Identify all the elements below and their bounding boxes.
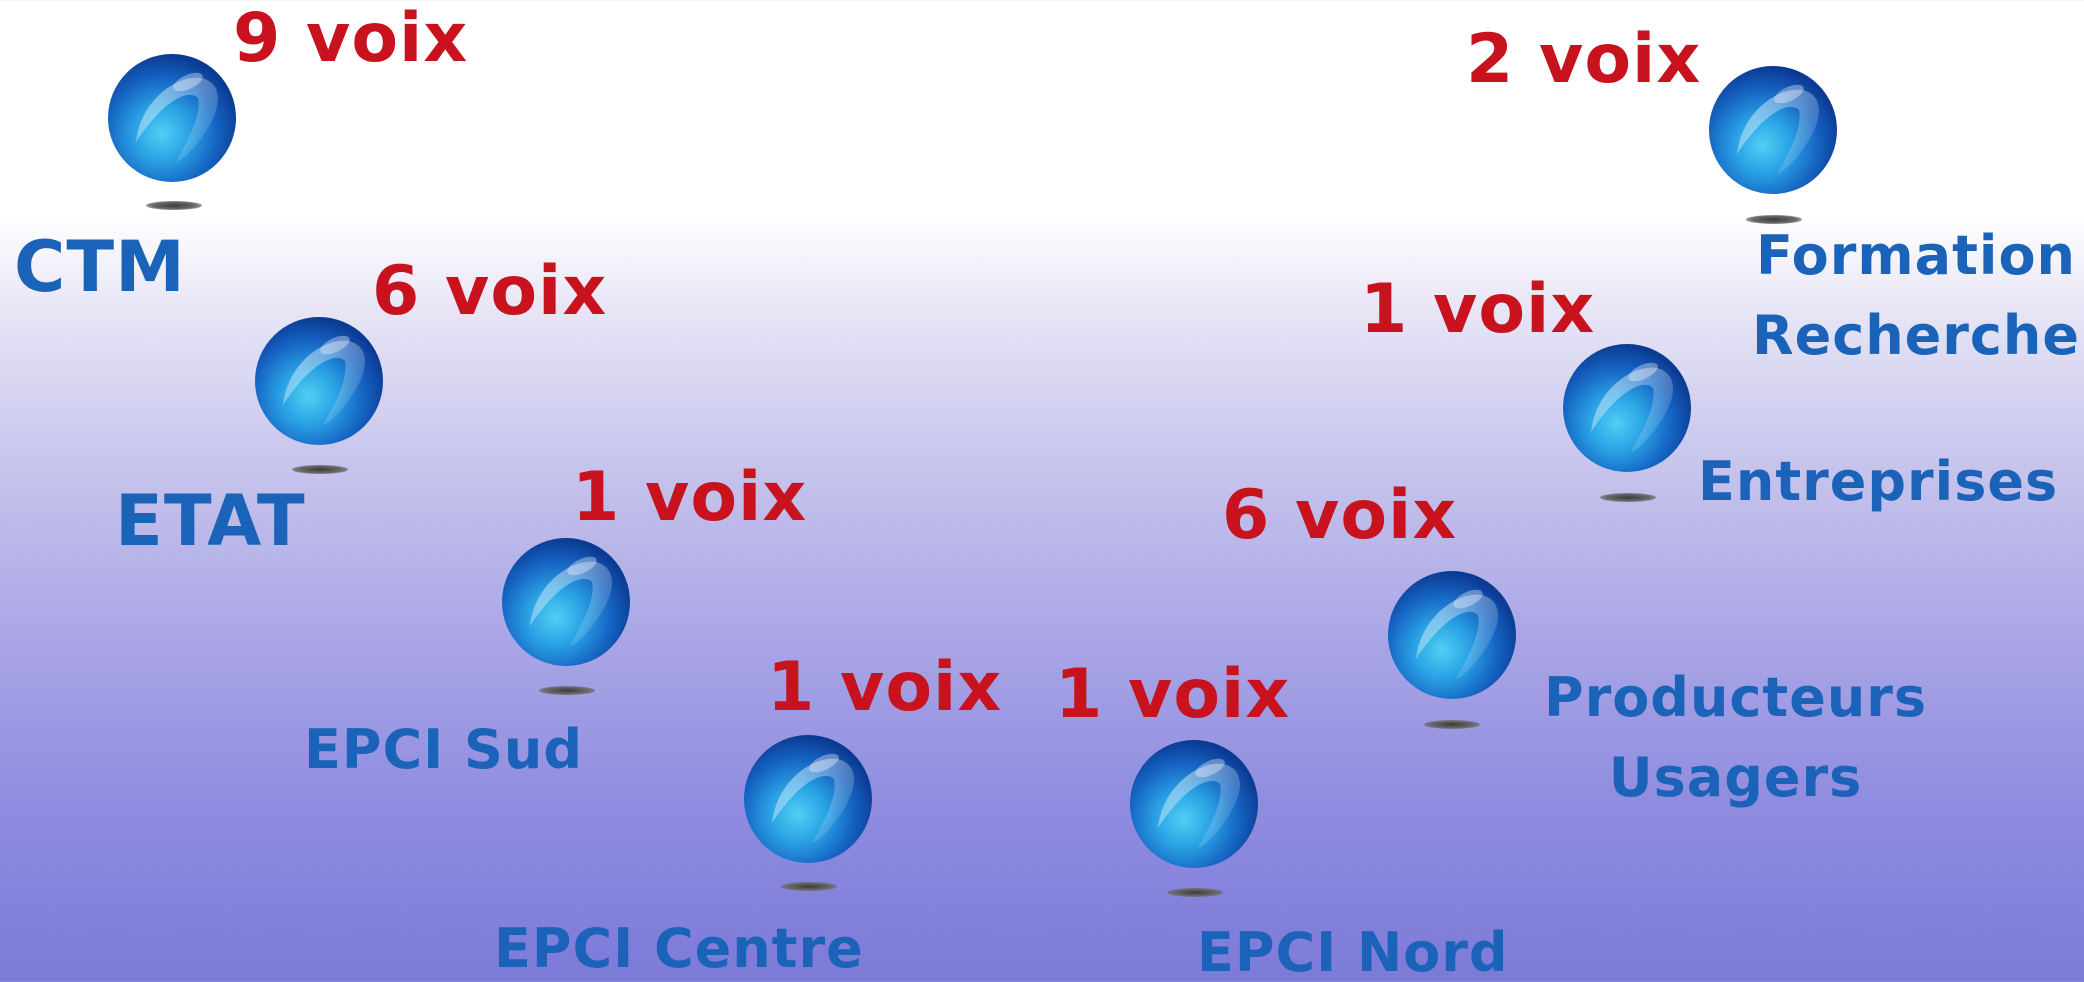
label-entreprises: Entreprises: [1698, 450, 2059, 513]
sphere-icon: [108, 54, 236, 182]
sphere-icon: [255, 317, 383, 445]
label-usagers: Usagers: [1608, 746, 1863, 809]
votes-epci-nord: 1 voix: [1055, 655, 1291, 734]
shadow-icon: [1600, 493, 1656, 502]
label-epci-sud: EPCI Sud: [304, 718, 583, 781]
shadow-icon: [539, 686, 595, 695]
label-producteurs-usagers: Producteurs Usagers: [1544, 658, 1927, 818]
label-producteurs: Producteurs: [1544, 666, 1928, 729]
votes-etat: 6 voix: [372, 252, 608, 331]
votes-formation-recherche: 2 voix: [1466, 20, 1702, 99]
sphere-icon: [744, 735, 872, 863]
label-ctm: CTM: [14, 226, 186, 308]
shadow-icon: [292, 465, 348, 474]
votes-entreprises: 1 voix: [1360, 270, 1596, 349]
label-recherche: Recherche: [1752, 304, 2080, 367]
shadow-icon: [146, 201, 202, 210]
sphere-icon: [1388, 571, 1516, 699]
label-epci-centre: EPCI Centre: [494, 917, 864, 980]
sphere-icon: [502, 538, 630, 666]
sphere-icon: [1709, 66, 1837, 194]
sphere-icon: [1130, 740, 1258, 868]
label-formation: Formation: [1755, 224, 2076, 287]
shadow-icon: [1746, 215, 1802, 224]
label-formation-recherche: Formation Recherche: [1752, 216, 2080, 376]
shadow-icon: [1424, 720, 1480, 729]
shadow-icon: [1167, 888, 1223, 897]
votes-epci-sud: 1 voix: [572, 458, 808, 537]
votes-epci-centre: 1 voix: [767, 648, 1003, 727]
label-epci-nord: EPCI Nord: [1197, 921, 1509, 982]
shadow-icon: [781, 882, 837, 891]
label-etat: ETAT: [115, 480, 306, 562]
votes-ctm: 9 voix: [233, 0, 469, 78]
votes-producteurs-usagers: 6 voix: [1222, 476, 1458, 555]
sphere-icon: [1563, 344, 1691, 472]
